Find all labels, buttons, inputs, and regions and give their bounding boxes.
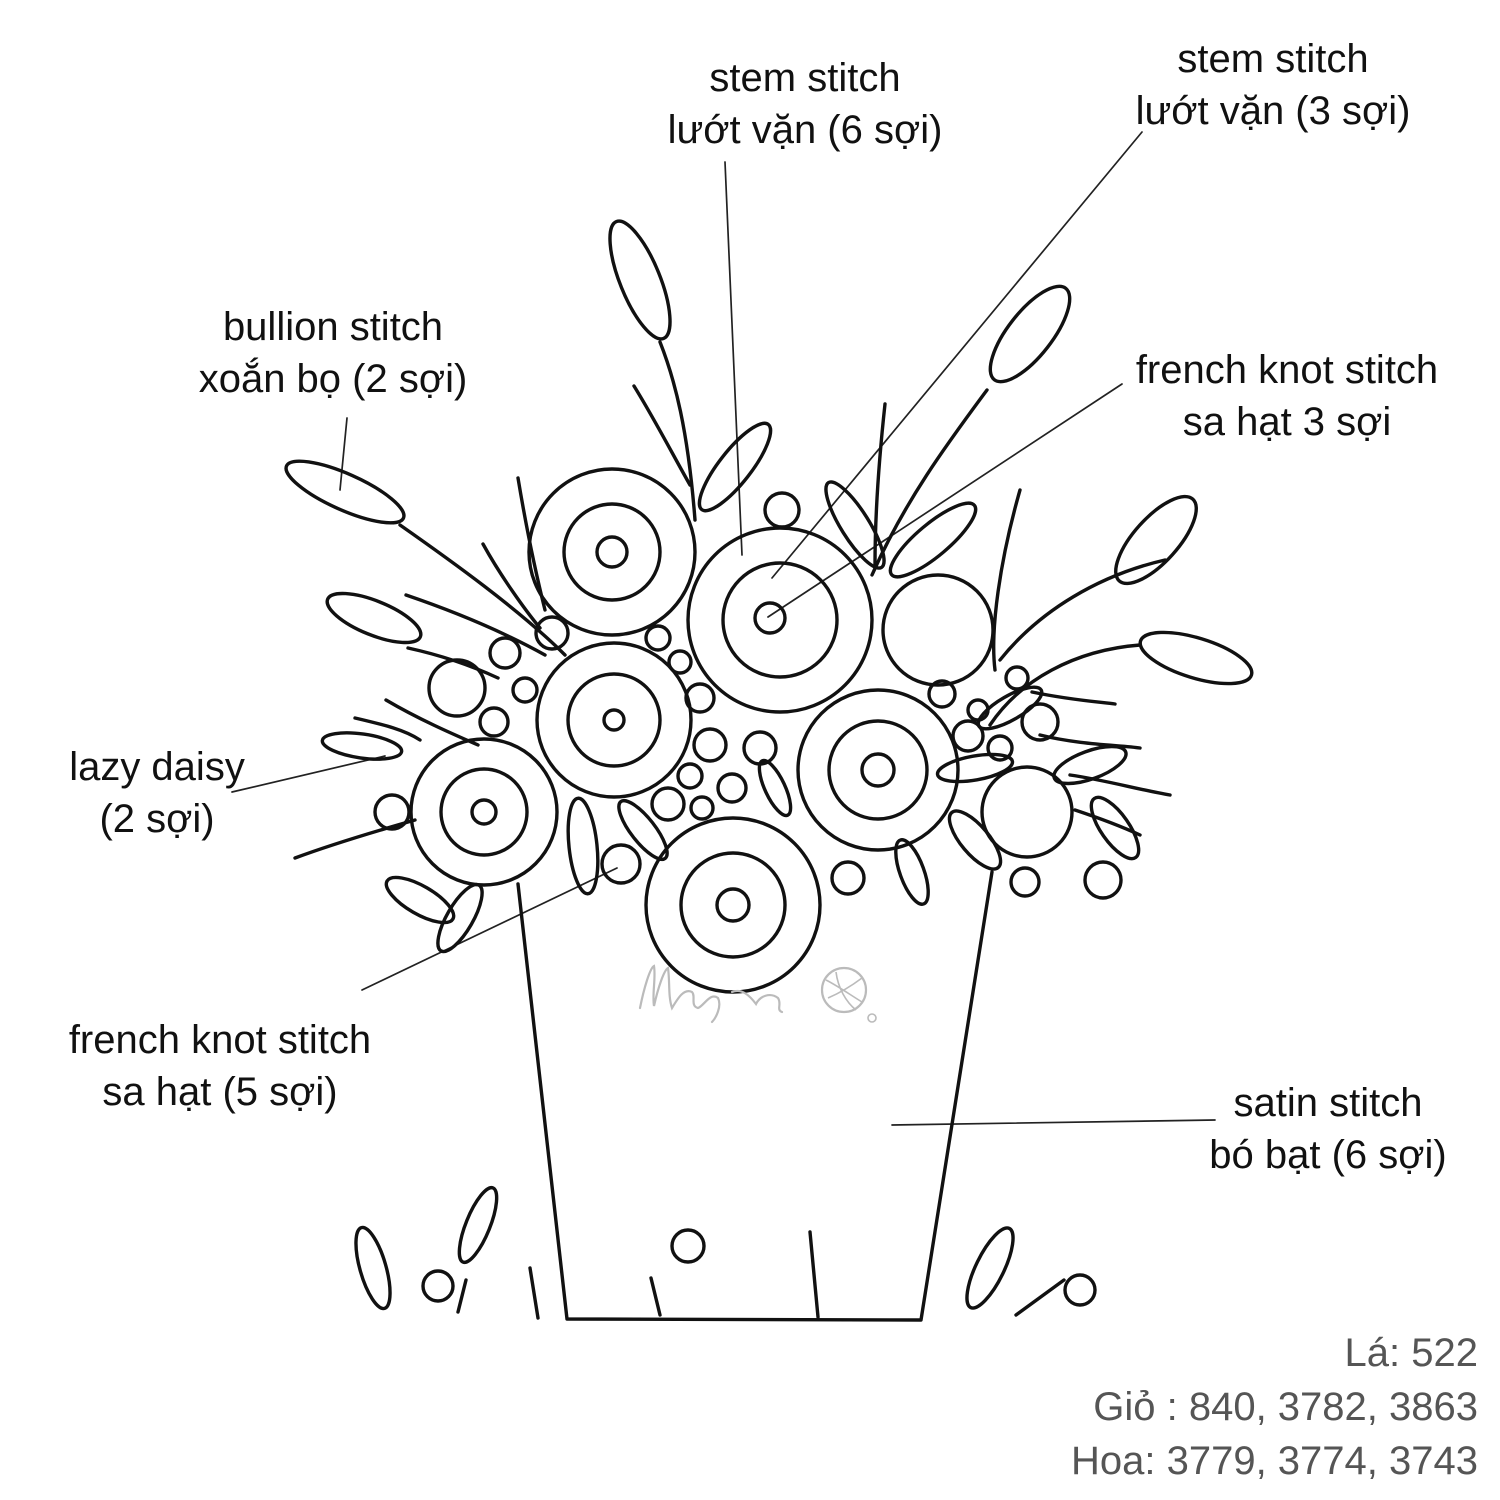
bullion-buds: [284, 219, 1254, 686]
label-stem-stitch-3: stem stitch lướt vặn (3 sợi): [1118, 33, 1428, 137]
stems: [293, 340, 1172, 860]
leader-bullion: [339, 417, 348, 491]
flower-left: [409, 737, 559, 887]
lazy-daisy-leaves: [320, 421, 1141, 954]
maya-watermark-logo: [638, 964, 877, 1024]
flower-right: [796, 688, 960, 852]
label-bullion-stitch: bullion stitch xoắn bọ (2 sợi): [178, 301, 488, 405]
leader-lazy: [231, 755, 386, 793]
label-bullion-line2: xoắn bọ (2 sợi): [198, 357, 468, 401]
label-french5-line2: sa hạt (5 sợi): [102, 1070, 338, 1114]
label-french5-line1: french knot stitch: [68, 1018, 372, 1062]
leader-french3: [767, 383, 1123, 618]
flower-middle-left: [535, 641, 693, 799]
leaf-color-code: Lá: 522: [1344, 1331, 1478, 1375]
round-flower-right-top: [881, 573, 995, 687]
french-knots: [373, 491, 1123, 900]
label-stem6-line1: stem stitch: [709, 56, 901, 100]
label-french-knot-5: french knot stitch sa hạt (5 sợi): [50, 1014, 390, 1118]
leader-satin: [891, 1119, 1216, 1126]
label-stem3-line1: stem stitch: [1177, 37, 1369, 81]
label-bullion-line1: bullion stitch: [222, 305, 444, 349]
label-french3-line2: sa hạt 3 sợi: [1182, 400, 1392, 444]
label-french3-line1: french knot stitch: [1135, 348, 1439, 392]
leader-stem6: [724, 161, 743, 556]
label-satin-stitch: satin stitch bó bạt (6 sợi): [1188, 1077, 1468, 1181]
label-lazy-daisy: lazy daisy (2 sợi): [52, 741, 262, 845]
label-lazy-line2: (2 sợi): [99, 797, 215, 841]
label-french-knot-3: french knot stitch sa hạt 3 sợi: [1117, 344, 1457, 448]
leader-french5: [361, 867, 618, 991]
basket-color-code: Giỏ : 840, 3782, 3863: [1093, 1385, 1478, 1429]
label-lazy-line1: lazy daisy: [69, 745, 245, 789]
flowers: [409, 467, 1074, 994]
label-stem-stitch-6: stem stitch lướt vặn (6 sợi): [650, 52, 960, 156]
label-stem3-line2: lướt vặn (3 sợi): [1135, 89, 1411, 133]
leader-lines: [231, 131, 1216, 1126]
basket: [516, 870, 994, 1322]
label-satin-line2: bó bạt (6 sợi): [1209, 1133, 1447, 1177]
leader-stem3: [771, 131, 1143, 579]
flower-color-code: Hoa: 3779, 3774, 3743: [1070, 1439, 1478, 1483]
label-satin-line1: satin stitch: [1233, 1081, 1423, 1125]
flower-top-center: [686, 526, 874, 714]
flower-top-left: [527, 467, 697, 637]
round-flower-far-right: [980, 765, 1074, 859]
ground-grass: [354, 1185, 1097, 1320]
thread-color-legend: Lá: 522 Giỏ : 840, 3782, 3863 Hoa: 3779,…: [1071, 1326, 1478, 1488]
label-stem6-line2: lướt vặn (6 sợi): [667, 108, 943, 152]
